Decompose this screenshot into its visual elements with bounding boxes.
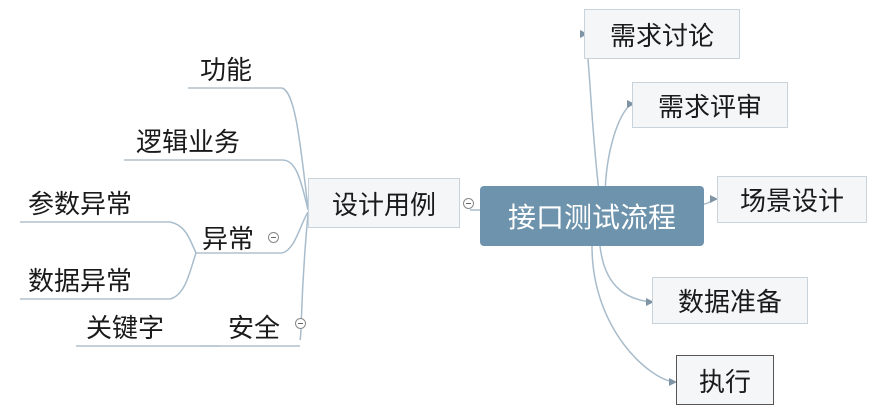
node-exception[interactable]: 异常 <box>202 224 255 255</box>
node-execute[interactable]: 执行 <box>676 355 774 405</box>
node-design-cases[interactable]: 设计用例 <box>308 178 460 228</box>
edge-design-security <box>299 213 309 341</box>
arrowhead-execute <box>669 378 677 386</box>
node-data-exception[interactable]: 数据异常 <box>28 266 133 297</box>
node-logic-business[interactable]: 逻辑业务 <box>136 127 241 158</box>
edge-root-data-preparation <box>599 245 653 303</box>
node-param-exception[interactable]: 参数异常 <box>28 189 133 220</box>
collapse-toggle-design-cases[interactable] <box>463 198 474 209</box>
root-node[interactable]: 接口测试流程 <box>480 186 704 246</box>
collapse-toggle-exception[interactable] <box>268 232 279 243</box>
arrowhead-scenario-design <box>710 195 718 203</box>
edge-design-logic <box>281 159 309 211</box>
edge-design-function <box>281 87 309 209</box>
node-security[interactable]: 安全 <box>228 313 281 344</box>
edge-root-execute <box>591 245 676 383</box>
node-keyword[interactable]: 关键字 <box>86 313 165 344</box>
edge-exception-param <box>169 221 197 254</box>
edge-exception-data <box>169 252 197 300</box>
arrowhead-data-preparation <box>646 298 654 306</box>
collapse-toggle-security[interactable] <box>295 318 306 329</box>
node-scenario-design[interactable]: 场景设计 <box>717 176 867 223</box>
node-requirements-discussion[interactable]: 需求讨论 <box>584 9 740 59</box>
node-function[interactable]: 功能 <box>200 55 253 86</box>
arrowhead-requirements-review <box>627 100 635 108</box>
edge-design-exception <box>281 211 309 254</box>
node-requirements-review[interactable]: 需求评审 <box>632 82 788 128</box>
node-data-preparation[interactable]: 数据准备 <box>652 277 808 324</box>
